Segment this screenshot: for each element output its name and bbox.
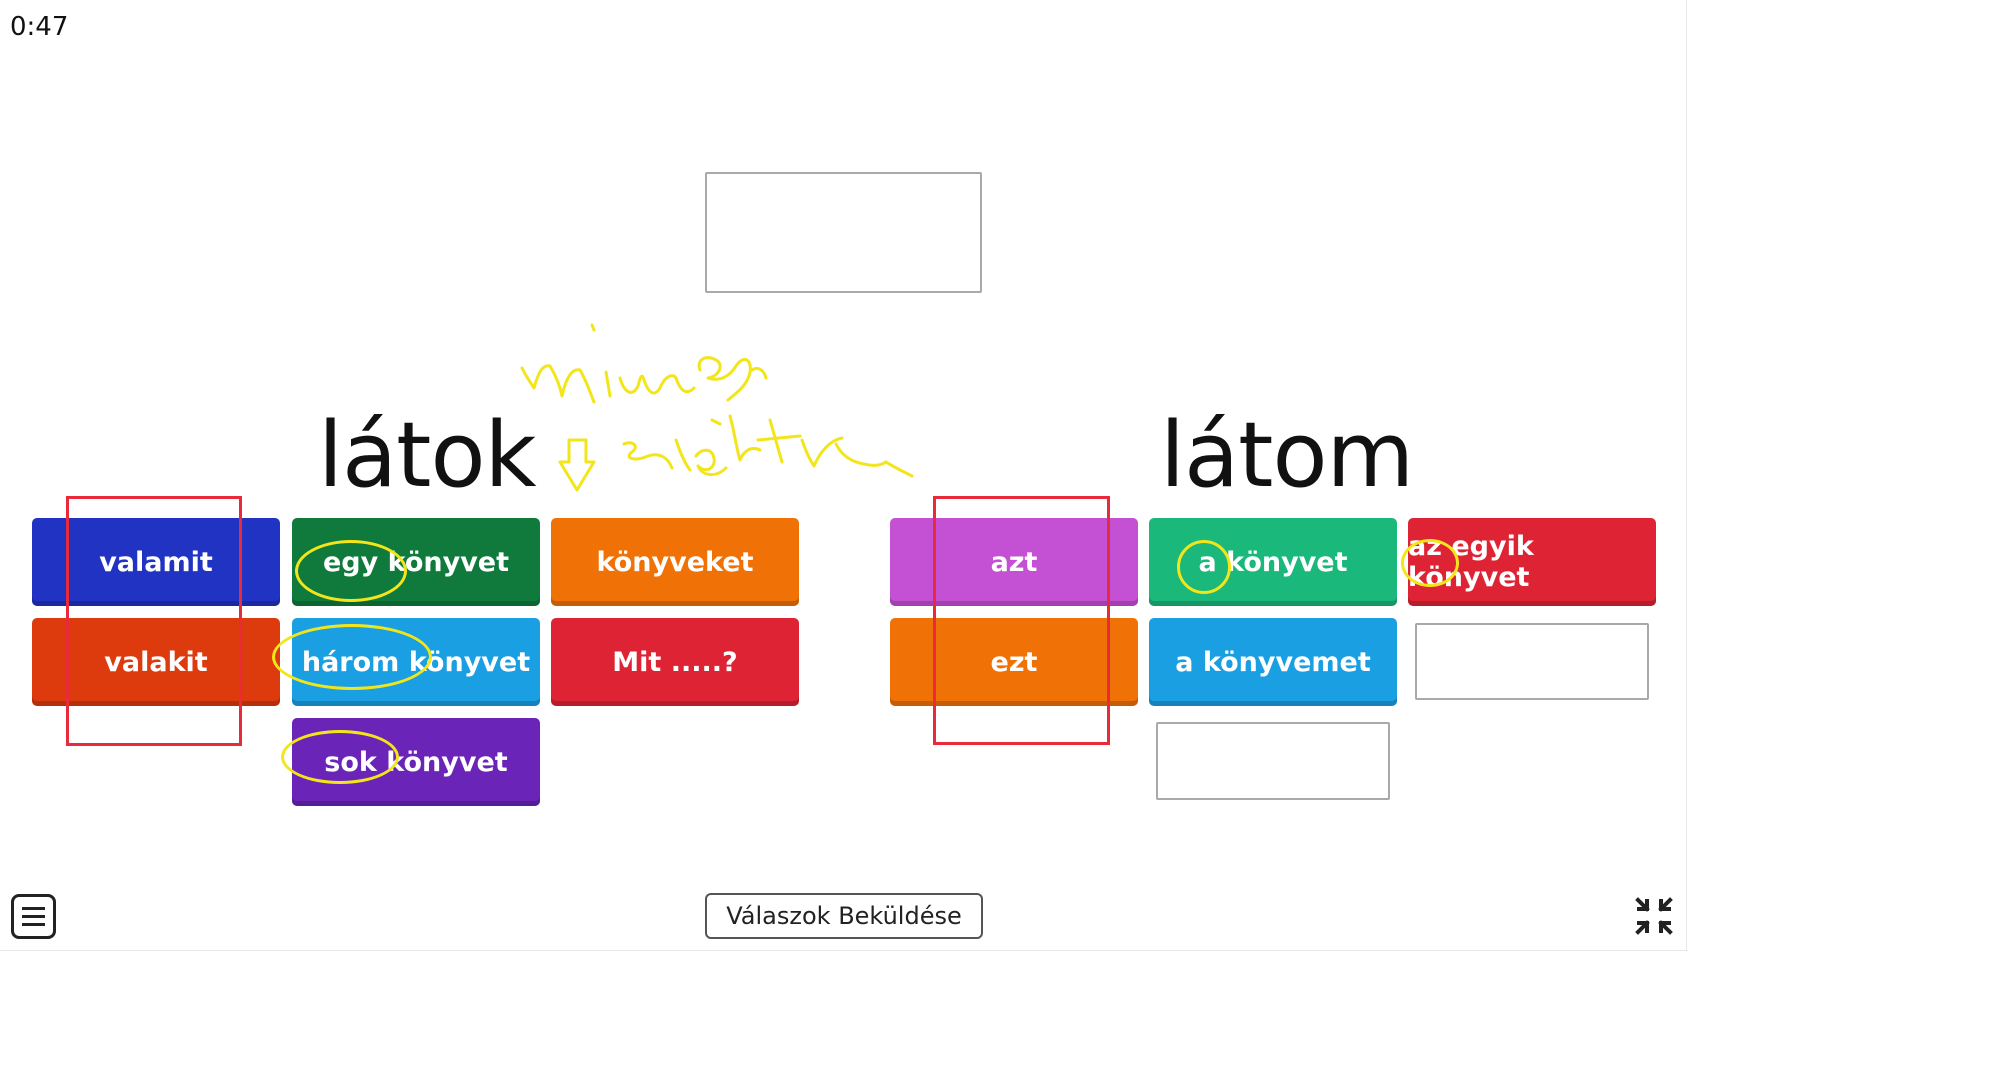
card-harom-konyvet[interactable]: három könyvet xyxy=(292,618,540,706)
frame-edge-bottom xyxy=(0,950,1688,951)
menu-button[interactable] xyxy=(11,894,56,939)
drop-zone-right-2[interactable] xyxy=(1156,722,1390,800)
collapse-fullscreen-button[interactable] xyxy=(1632,894,1676,938)
card-azt[interactable]: azt xyxy=(890,518,1138,606)
timer: 0:47 xyxy=(10,12,69,42)
card-valamit[interactable]: valamit xyxy=(32,518,280,606)
arrow-down-icon xyxy=(558,438,596,492)
collapse-icon xyxy=(1635,897,1673,935)
card-egy-konyvet[interactable]: egy könyvet xyxy=(292,518,540,606)
submit-answers-button[interactable]: Válaszok Beküldése xyxy=(705,893,983,939)
drop-zone-top[interactable] xyxy=(705,172,982,293)
card-az-egyik-konyvet[interactable]: az egyik könyvet xyxy=(1408,518,1656,606)
heading-latom: látom xyxy=(1160,403,1414,508)
card-a-konyvemet[interactable]: a könyvemet xyxy=(1149,618,1397,706)
card-ezt[interactable]: ezt xyxy=(890,618,1138,706)
card-valakit[interactable]: valakit xyxy=(32,618,280,706)
card-mit[interactable]: Mit .....? xyxy=(551,618,799,706)
menu-icon xyxy=(22,907,45,910)
frame-edge-right xyxy=(1686,0,1687,950)
drop-zone-right-1[interactable] xyxy=(1415,623,1649,700)
card-konyveket[interactable]: könyveket xyxy=(551,518,799,606)
heading-latok: látok xyxy=(318,403,537,508)
card-sok-konyvet[interactable]: sok könyvet xyxy=(292,718,540,806)
card-a-konyvet[interactable]: a könyvet xyxy=(1149,518,1397,606)
